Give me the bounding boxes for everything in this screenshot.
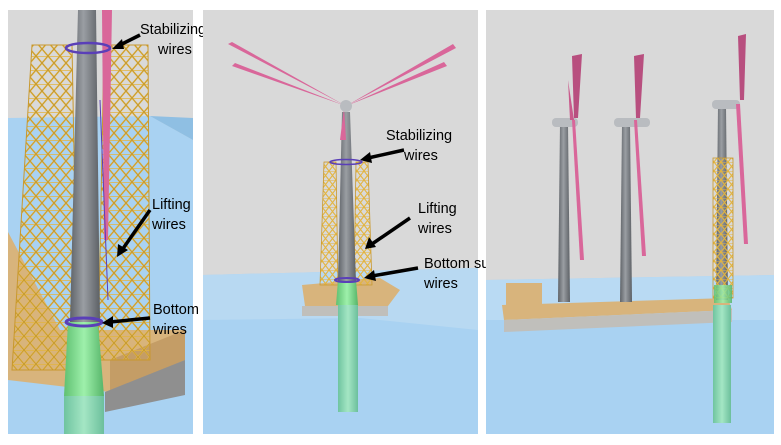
middle-label-lifting-1: Lifting	[418, 201, 457, 217]
left-label-stabilizing-2: wires	[157, 42, 192, 58]
middle-arrow-stabilizing	[360, 148, 405, 163]
panel-right-three-turbines	[486, 10, 774, 434]
panel-left-closeup: Stabilizing wires Lifting wires Bottom s…	[8, 10, 239, 434]
right-turbine-2	[614, 54, 650, 302]
right-turbine-3	[712, 34, 748, 303]
left-arrow-lifting	[117, 208, 152, 257]
right-turbine-1	[552, 54, 584, 302]
middle-label-lifting-2: wires	[417, 221, 452, 237]
left-label-stabilizing-1: Stabilizing	[140, 22, 206, 38]
left-arrow-bottom-surge	[102, 316, 151, 328]
left-label-bottom-surge-2: wires	[152, 322, 187, 338]
middle-label-stabilizing-2: wires	[403, 148, 438, 164]
panel-middle-turbine: Stabilizing wires Lifting wires Bottom s…	[203, 10, 510, 434]
middle-label-stabilizing-1: Stabilizing	[386, 128, 452, 144]
left-arrow-stabilizing	[112, 33, 141, 49]
left-label-lifting-2: wires	[151, 217, 186, 233]
middle-arrow-bottom-surge	[364, 266, 419, 281]
left-label-lifting-1: Lifting	[152, 197, 191, 213]
middle-arrow-lifting	[365, 216, 411, 249]
middle-label-bottom-surge-2: wires	[423, 276, 458, 292]
